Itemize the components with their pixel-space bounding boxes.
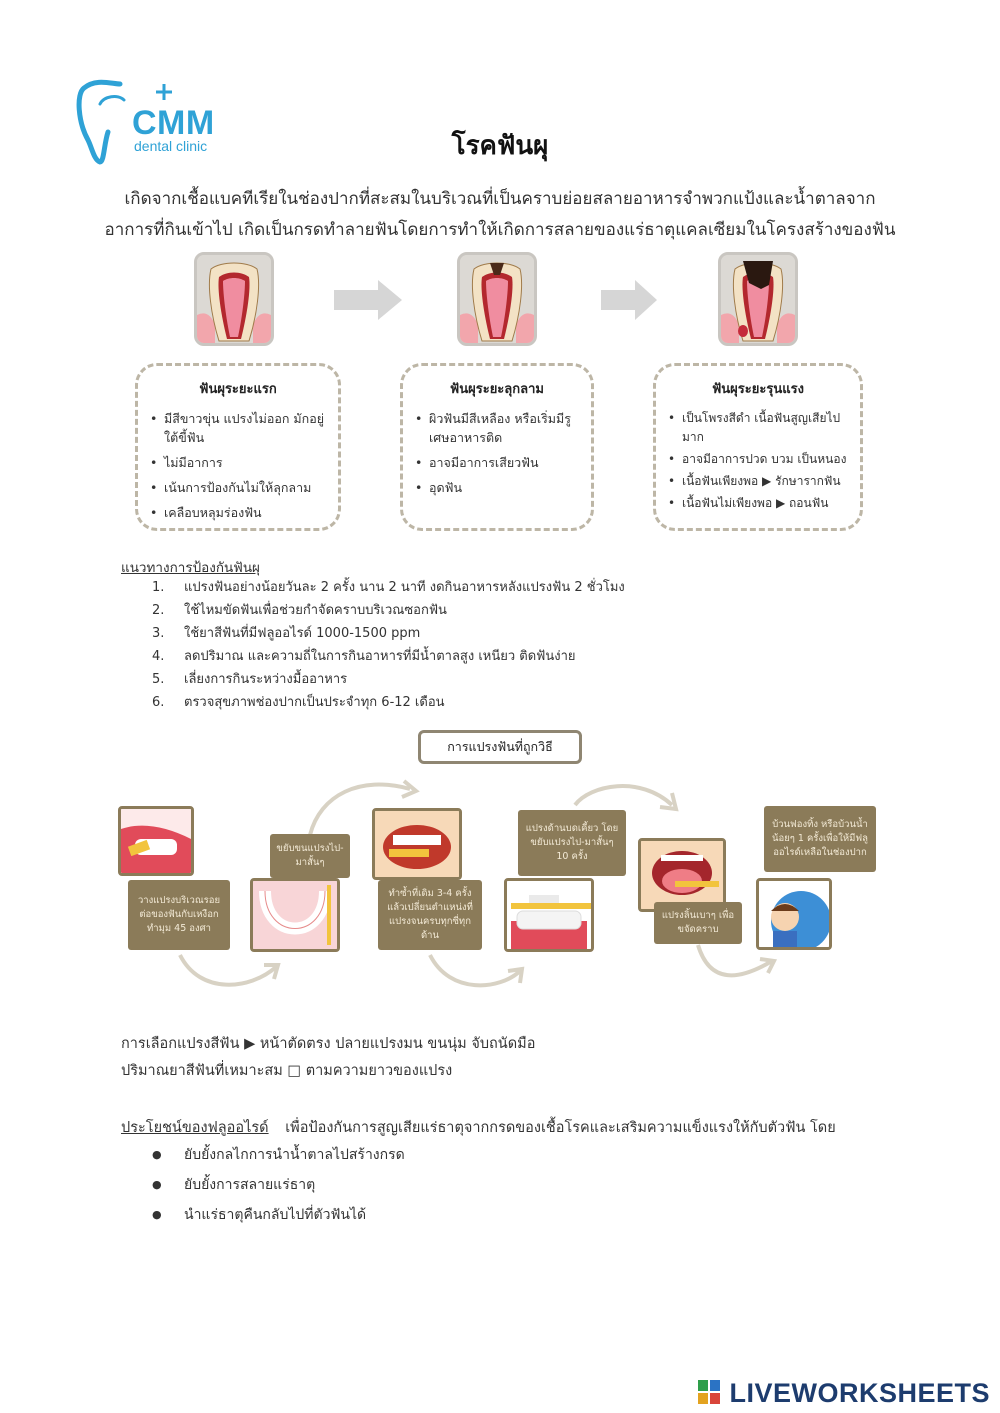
item-text: แปรงฟันอย่างน้อยวันละ 2 ครั้ง นาน 2 นาที… (184, 580, 625, 595)
toothpaste-amount-text: ปริมาณยาสีฟันที่เหมาะสม □ ตามความยาวของแ… (121, 1063, 453, 1079)
step-5-image (638, 838, 726, 912)
step-3-image (372, 808, 462, 880)
liveworksheets-logo-icon (698, 1380, 720, 1404)
list-item: 2. ใช้ไหมขัดฟันเพื่อช่วยกำจัดคราบบริเวณซอ… (152, 599, 872, 622)
list-item: เน้นการป้องกันไม่ให้ลุกลาม (150, 478, 326, 497)
healthy-tooth-icon (197, 255, 271, 343)
stage-card-progressive: ฟันผุระยะลุกลาม ผิวฟันมีสีเหลือง หรือเริ… (400, 363, 594, 531)
severe-decay-tooth-icon (721, 255, 795, 343)
list-item: อาจมีอาการปวด บวม เป็นหนอง (668, 450, 848, 469)
item-text: ใช้ยาสีฟันที่มีฟลูออไรด์ 1000-1500 ppm (184, 626, 421, 641)
list-item: 5. เลี่ยงการกินระหว่างมื้ออาหาร (152, 668, 872, 691)
tongue-brush-icon (641, 841, 723, 909)
step-5-label: แปรงลิ้นเบาๆ เพื่อขจัดคราบ (654, 902, 742, 944)
prevention-heading: แนวทางการป้องกันฟันผุ (121, 560, 260, 576)
list-item: 3. ใช้ยาสีฟันที่มีฟลูออไรด์ 1000-1500 ppm (152, 622, 872, 645)
tooth-stage-1-image (194, 252, 274, 346)
stage-list: ผิวฟันมีสีเหลือง หรือเริ่มมีรูเศษอาหารติ… (415, 409, 579, 497)
brushing-front-teeth-icon (375, 811, 459, 877)
clinic-logo: CMM dental clinic (74, 74, 244, 169)
step-1-label: วางแปรงบริเวณรอยต่อของฟันกับเหงือก ทำมุม… (128, 880, 230, 950)
stage-title: ฟันผุระยะแรก (199, 382, 277, 397)
fluoride-heading: ประโยชน์ของฟลูออไรด์ (121, 1120, 269, 1136)
list-item: นำแร่ธาตุคืนกลับไปที่ตัวฟันได้ (152, 1200, 752, 1230)
item-text: ลดปริมาณ และความถี่ในการกินอาหารที่มีน้ำ… (184, 649, 576, 664)
list-item: เคลือบหลุมร่องฟัน (150, 503, 326, 522)
plus-icon (156, 84, 172, 100)
list-item: ไม่มีอาการ (150, 453, 326, 472)
intro-paragraph: เกิดจากเชื้อแบคทีเรียในช่องปากที่สะสมในบ… (100, 184, 900, 246)
liveworksheets-brand: LIVEWORKSHEETS (729, 1378, 990, 1408)
brush-at-gumline-icon (121, 809, 191, 873)
list-item: อาจมีอาการเสียวฟัน (415, 453, 579, 472)
child-brushing-icon (759, 881, 829, 947)
flow-arrows (178, 779, 778, 988)
brushing-title: การแปรงฟันที่ถูกวิธี (418, 730, 582, 764)
list-item: ยับยั้งการสลายแร่ธาตุ (152, 1170, 752, 1200)
step-4-label: แปรงด้านบดเคี้ยว โดยขยับแปรงไป-มาสั้นๆ 1… (518, 810, 626, 876)
fluoride-list: ยับยั้งกลไกการนำน้ำตาลไปสร้างกรด ยับยั้ง… (152, 1140, 752, 1230)
list-item: เนื้อฟันไม่เพียงพอ ▶ ถอนฟัน (668, 494, 848, 513)
item-number: 3. (152, 626, 165, 641)
list-item: เป็นโพรงสีดำ เนื้อฟันสูญเสียไปมาก (668, 409, 848, 447)
item-text: เลี่ยงการกินระหว่างมื้ออาหาร (184, 672, 348, 687)
stage-list: เป็นโพรงสีดำ เนื้อฟันสูญเสียไปมาก อาจมีอ… (668, 409, 848, 513)
item-number: 5. (152, 672, 165, 687)
logo-brand: CMM (132, 104, 215, 142)
step-6-label: บ้วนฟองทิ้ง หรือบ้วนน้ำน้อยๆ 1 ครั้งเพื่… (764, 806, 876, 872)
list-item: 6. ตรวจสุขภาพช่องปากเป็นประจำทุก 6-12 เดื… (152, 691, 872, 714)
list-item: เนื้อฟันเพียงพอ ▶ รักษารากฟัน (668, 472, 848, 491)
chewing-surface-brush-icon (507, 881, 591, 949)
item-number: 2. (152, 603, 165, 618)
list-item: 1. แปรงฟันอย่างน้อยวันละ 2 ครั้ง นาน 2 นา… (152, 576, 872, 599)
step-2-image (250, 878, 340, 952)
list-item: ยับยั้งกลไกการนำน้ำตาลไปสร้างกรด (152, 1140, 752, 1170)
fluoride-text: เพื่อป้องกันการสูญเสียแร่ธาตุจากกรดของเช… (285, 1120, 836, 1136)
lower-teeth-icon (253, 881, 337, 949)
tooth-stage-2-image (457, 252, 537, 346)
tooth-logo-icon (76, 79, 126, 165)
stage-title: ฟันผุระยะรุนแรง (712, 382, 804, 397)
step-4-image (504, 878, 594, 952)
step-1-image (118, 806, 194, 876)
item-number: 6. (152, 695, 165, 710)
stage-card-early: ฟันผุระยะแรก มีสีขาวขุ่น แปรงไม่ออก มักอ… (135, 363, 341, 531)
brush-choice-text: การเลือกแปรงสีฟัน ▶ หน้าตัดตรง ปลายแปรงม… (121, 1036, 536, 1052)
item-number: 1. (152, 580, 165, 595)
right-arrow-icon (601, 280, 657, 320)
prevention-list: 1. แปรงฟันอย่างน้อยวันละ 2 ครั้ง นาน 2 นา… (152, 576, 872, 714)
step-2-label: ขยับขนแปรงไป-มาสั้นๆ (270, 834, 350, 878)
logo-subtitle: dental clinic (134, 138, 208, 154)
item-text: ตรวจสุขภาพช่องปากเป็นประจำทุก 6-12 เดือน (184, 695, 445, 710)
fluoride-paragraph: ประโยชน์ของฟลูออไรด์ เพื่อป้องกันการสูญเ… (121, 1116, 881, 1139)
page-title: โรคฟันผุ (451, 131, 549, 161)
list-item: 4. ลดปริมาณ และความถี่ในการกินอาหารที่มีน… (152, 645, 872, 668)
decaying-tooth-icon (460, 255, 534, 343)
intro-line: อาการที่กินเข้าไป เกิดเป็นกรดทำลายฟันโดย… (104, 220, 896, 240)
step-6-image (756, 878, 832, 950)
step-3-label: ทำซ้ำที่เดิม 3-4 ครั้ง แล้วเปลี่ยนตำแหน่… (378, 880, 482, 950)
stage-title: ฟันผุระยะลุกลาม (450, 382, 544, 397)
intro-line: เกิดจากเชื้อแบคทีเรียในช่องปากที่สะสมในบ… (124, 189, 876, 209)
right-arrow-icon (334, 280, 402, 320)
list-item: มีสีขาวขุ่น แปรงไม่ออก มักอยู่ใต้ขี้ฟัน (150, 409, 326, 447)
item-text: ใช้ไหมขัดฟันเพื่อช่วยกำจัดคราบบริเวณซอกฟ… (184, 603, 447, 618)
stage-card-severe: ฟันผุระยะรุนแรง เป็นโพรงสีดำ เนื้อฟันสูญ… (653, 363, 863, 531)
list-item: ผิวฟันมีสีเหลือง หรือเริ่มมีรูเศษอาหารติ… (415, 409, 579, 447)
stage-list: มีสีขาวขุ่น แปรงไม่ออก มักอยู่ใต้ขี้ฟัน … (150, 409, 326, 522)
item-number: 4. (152, 649, 165, 664)
list-item: อุดฟัน (415, 478, 579, 497)
tooth-stage-3-image (718, 252, 798, 346)
